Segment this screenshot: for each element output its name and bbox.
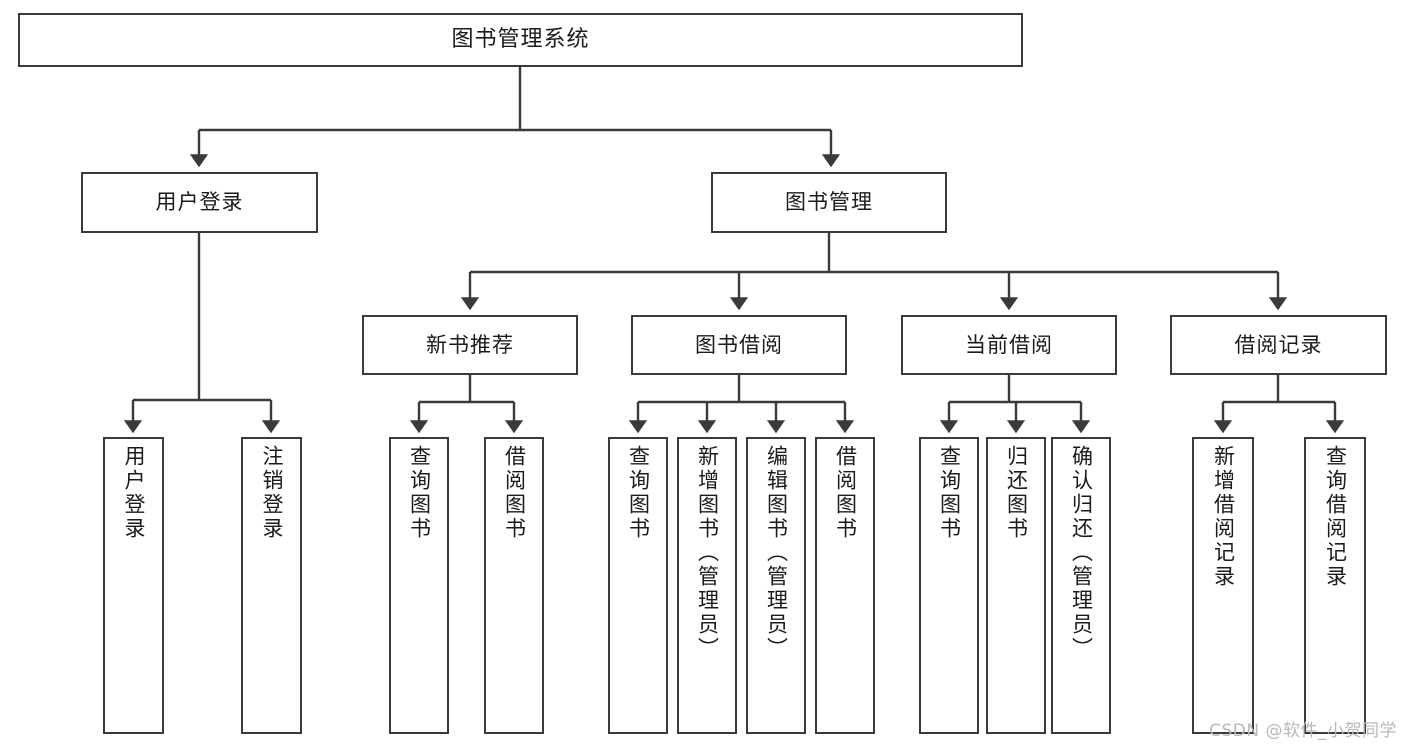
- node-leaf-user-login[interactable]: 用户登录: [103, 437, 164, 734]
- node-leaf-borrow-book-1[interactable]: 借阅图书: [484, 437, 544, 734]
- node-book-management[interactable]: 图书管理: [711, 172, 947, 233]
- watermark: CSDN @软件_小贺同学: [1209, 721, 1397, 741]
- node-leaf-logout-login-label: 注销登录: [260, 445, 284, 541]
- node-leaf-query-book-3-label: 查询图书: [937, 445, 962, 541]
- node-leaf-borrow-book-1-label: 借阅图书: [502, 445, 527, 541]
- node-borrow-record-label: 借阅记录: [1234, 332, 1323, 357]
- node-leaf-edit-book[interactable]: 编辑图书（管理员）: [746, 437, 806, 734]
- node-leaf-return-book[interactable]: 归还图书: [986, 437, 1046, 734]
- node-current-borrow[interactable]: 当前借阅: [901, 315, 1117, 375]
- node-borrow-record[interactable]: 借阅记录: [1170, 315, 1387, 375]
- node-leaf-edit-book-label: 编辑图书（管理员）: [764, 445, 789, 661]
- node-leaf-query-book-2[interactable]: 查询图书: [608, 437, 668, 734]
- node-root-label: 图书管理系统: [451, 27, 590, 53]
- node-current-borrow-label: 当前借阅: [965, 332, 1053, 357]
- node-user-login-label: 用户登录: [155, 190, 244, 215]
- node-leaf-add-book-label: 新增图书（管理员）: [695, 445, 720, 661]
- node-book-borrow-label: 图书借阅: [695, 332, 783, 357]
- node-leaf-confirm-return[interactable]: 确认归还（管理员）: [1051, 437, 1111, 734]
- node-leaf-borrow-book-2-label: 借阅图书: [833, 445, 858, 541]
- node-leaf-confirm-return-label: 确认归还（管理员）: [1069, 445, 1094, 661]
- node-user-login[interactable]: 用户登录: [81, 172, 318, 233]
- node-leaf-query-borrow-record[interactable]: 查询借阅记录: [1304, 437, 1366, 734]
- node-leaf-query-book-1-label: 查询图书: [407, 445, 432, 541]
- node-leaf-logout-login[interactable]: 注销登录: [241, 437, 302, 734]
- node-leaf-query-book-1[interactable]: 查询图书: [389, 437, 449, 734]
- node-leaf-query-book-3[interactable]: 查询图书: [919, 437, 979, 734]
- node-root[interactable]: 图书管理系统: [18, 13, 1023, 67]
- node-new-book-recommend[interactable]: 新书推荐: [362, 315, 578, 375]
- node-leaf-add-book[interactable]: 新增图书（管理员）: [677, 437, 737, 734]
- node-leaf-add-borrow-record[interactable]: 新增借阅记录: [1192, 437, 1254, 734]
- node-new-book-recommend-label: 新书推荐: [426, 332, 514, 357]
- node-leaf-borrow-book-2[interactable]: 借阅图书: [815, 437, 875, 734]
- node-book-borrow[interactable]: 图书借阅: [631, 315, 847, 375]
- node-leaf-user-login-label: 用户登录: [122, 445, 146, 541]
- node-leaf-query-borrow-record-label: 查询借阅记录: [1323, 445, 1348, 589]
- node-leaf-query-book-2-label: 查询图书: [626, 445, 651, 541]
- node-leaf-return-book-label: 归还图书: [1004, 445, 1029, 541]
- node-leaf-add-borrow-record-label: 新增借阅记录: [1211, 445, 1236, 589]
- node-book-management-label: 图书管理: [785, 190, 873, 215]
